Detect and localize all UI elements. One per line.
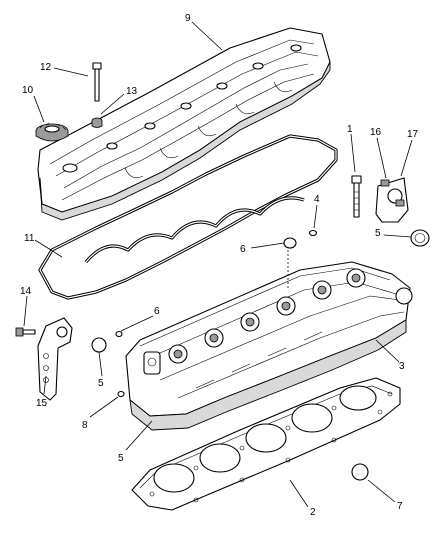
callout-2: 2 [310, 507, 316, 518]
oil-fill-cap [35, 122, 69, 142]
lifting-bracket [375, 177, 409, 223]
callout-8: 8 [82, 420, 88, 431]
seal-4 [308, 229, 318, 237]
callouts: 9 12 10 13 1 16 17 4 11 6 5 14 6 3 5 15 … [20, 13, 419, 518]
callout-7: 7 [397, 501, 403, 512]
cover-bolt [92, 62, 102, 102]
cover-gasket [38, 134, 338, 300]
bracket-bolt [15, 327, 36, 337]
callout-9: 9 [185, 13, 191, 24]
head-bolt [351, 175, 362, 218]
plug-7 [351, 463, 369, 481]
callout-6-upper: 6 [240, 244, 246, 255]
callout-14: 14 [20, 286, 32, 297]
seal-6-top [283, 237, 297, 249]
callout-16: 16 [370, 127, 382, 138]
callout-13: 13 [126, 86, 138, 97]
seal-8 [117, 390, 125, 398]
callout-5-right: 5 [375, 228, 381, 239]
callout-3: 3 [399, 361, 405, 372]
callout-5-bottom: 5 [118, 453, 124, 464]
callout-15: 15 [36, 398, 48, 409]
valve-cover [37, 27, 331, 221]
plug-5-right [410, 229, 430, 247]
engine-bracket [37, 317, 73, 401]
callout-1: 1 [347, 124, 353, 135]
seal-6-left [115, 330, 123, 338]
grommet [91, 117, 103, 128]
callout-11: 11 [24, 233, 35, 244]
callout-12: 12 [40, 62, 52, 73]
plug-5-left [91, 337, 107, 353]
leader-lines [23, 21, 413, 508]
head-gasket [131, 377, 401, 511]
callout-6-lower: 6 [154, 306, 160, 317]
cylinder-head [125, 250, 413, 431]
callout-17: 17 [407, 129, 419, 140]
callout-5-left: 5 [98, 378, 104, 389]
callout-10: 10 [22, 85, 34, 96]
callout-4: 4 [314, 194, 320, 205]
